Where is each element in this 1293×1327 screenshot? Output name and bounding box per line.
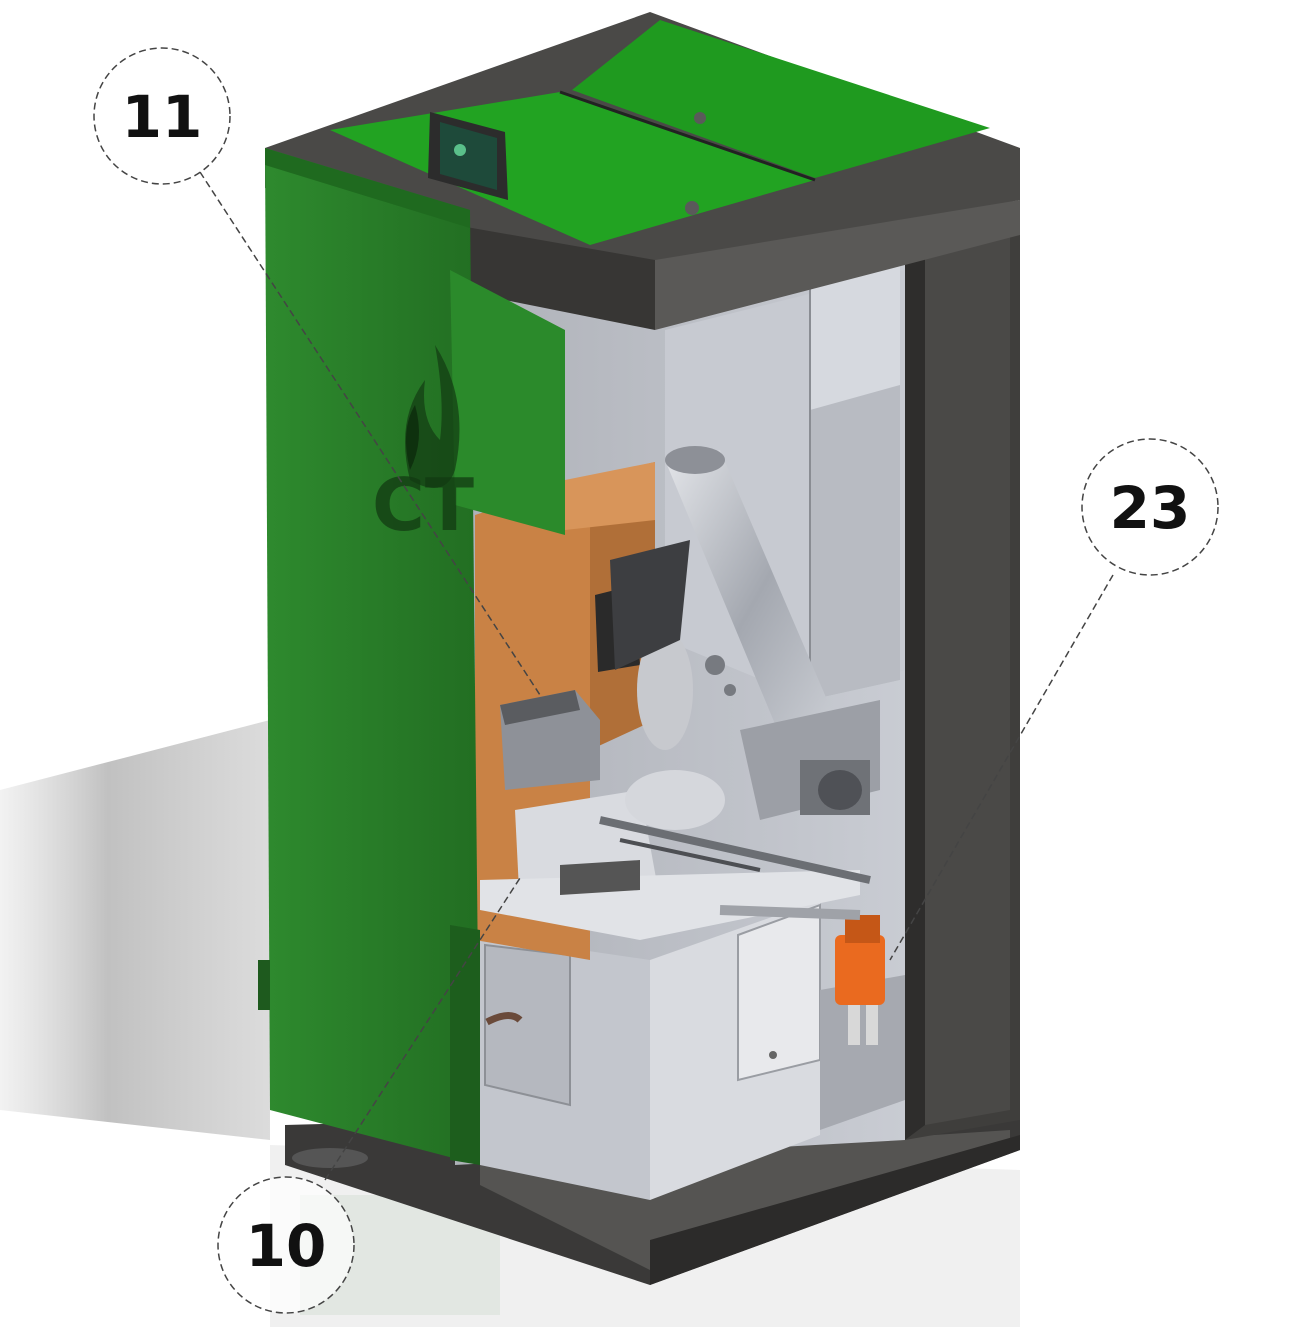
leader-line-23 xyxy=(889,574,1114,961)
flame-logo-icon xyxy=(405,345,460,488)
leader-line-10 xyxy=(324,877,521,1181)
callout-label: 11 xyxy=(122,83,203,151)
auger-tube xyxy=(610,446,880,820)
front-door xyxy=(258,148,565,1165)
actuator-motor xyxy=(719,905,885,1045)
ash-box xyxy=(480,900,905,1200)
callout-23: 23 xyxy=(1081,438,1219,576)
callout-label: 10 xyxy=(246,1212,327,1280)
callout-10: 10 xyxy=(217,1176,355,1314)
right-side-panel xyxy=(905,200,1020,1140)
callout-11: 11 xyxy=(93,47,231,185)
logo-text: CT xyxy=(372,463,474,547)
control-panel xyxy=(428,112,508,200)
leader-line-11 xyxy=(199,171,541,696)
callout-label: 23 xyxy=(1110,474,1191,542)
burner-assembly xyxy=(480,630,871,940)
leader-lines xyxy=(199,171,1114,1181)
